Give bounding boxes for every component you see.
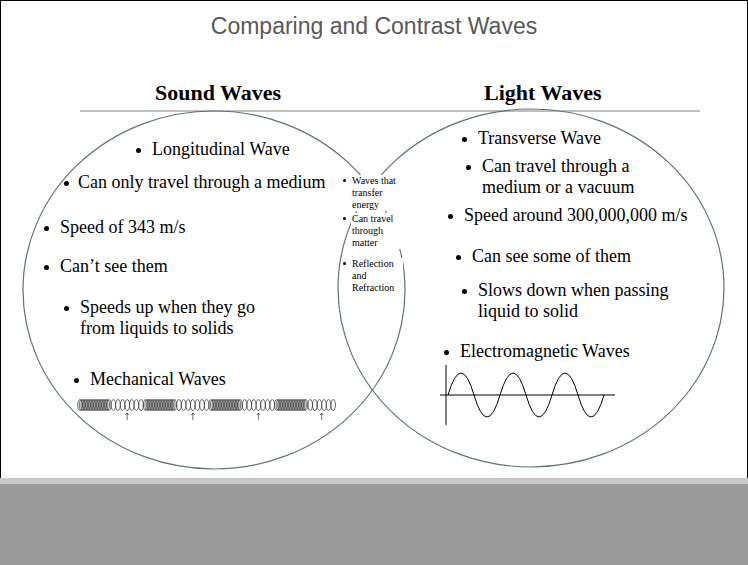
spring-coil xyxy=(125,400,130,411)
bullet-dot xyxy=(44,265,49,270)
bullet-text: Can only travel through a medium xyxy=(78,172,325,193)
spring-coil xyxy=(116,400,121,411)
bullet-text: Transverse Wave xyxy=(478,128,601,149)
spring-coil xyxy=(107,400,112,411)
spring-coil xyxy=(120,400,125,411)
spring-coil xyxy=(317,400,322,411)
overlap-text: Reflection and Refraction xyxy=(351,258,403,294)
spring-coil xyxy=(313,400,318,411)
spring-coil xyxy=(172,400,177,411)
circle-outline xyxy=(23,111,405,469)
spring-coil xyxy=(204,400,209,411)
overlap-text: Waves that transfer energy xyxy=(351,175,403,211)
spring-coil xyxy=(265,400,270,411)
bullet-text: Electromagnetic Waves xyxy=(460,341,630,362)
bullet-text: Speed around 300,000,000 m/s xyxy=(464,205,687,226)
spring-coil xyxy=(308,400,313,411)
spring-coil xyxy=(191,400,196,411)
footer-band xyxy=(0,484,748,565)
venn-circle: Sound WavesLongitudinal WaveCan only tra… xyxy=(22,110,406,470)
spring-coil xyxy=(322,400,327,411)
spring-coil xyxy=(252,400,257,411)
bullet-dot xyxy=(456,255,461,260)
tick-mark xyxy=(257,413,260,420)
spring-coil xyxy=(261,400,266,411)
bullet-dot xyxy=(462,289,467,294)
bullet-dot xyxy=(64,181,69,186)
spring-coil xyxy=(111,400,116,411)
spring-illustration xyxy=(78,400,336,421)
circle-shape xyxy=(22,110,406,470)
spring-coil xyxy=(134,400,139,411)
spring-coil xyxy=(200,400,205,411)
bullet-text: Speed of 343 m/s xyxy=(60,217,186,238)
spring-coil xyxy=(177,400,182,411)
bullet-text: Longitudinal Wave xyxy=(152,139,290,160)
spring-coil xyxy=(247,400,252,411)
spring-coil xyxy=(181,400,186,411)
bullet-text: Speeds up when they go from liquids to s… xyxy=(80,297,290,338)
spring-coil xyxy=(242,400,247,411)
circle-heading: Sound Waves xyxy=(155,80,281,106)
spring-coil xyxy=(195,400,200,411)
bullet-text: Can see some of them xyxy=(472,246,631,267)
axis-line xyxy=(440,395,615,396)
bullet-dot xyxy=(343,179,346,182)
spring-coil xyxy=(331,400,336,411)
bullet-dot xyxy=(462,137,467,142)
bullet-dot xyxy=(44,226,49,231)
spring-coil xyxy=(303,400,308,411)
bullet-dot xyxy=(64,306,69,311)
bullet-dot xyxy=(74,378,79,383)
overlap-text: Can travel through matter xyxy=(351,213,403,249)
spring-coil xyxy=(186,400,191,411)
bullet-text: Can travel through a medium or a vacuum xyxy=(482,156,652,197)
bullet-dot xyxy=(444,350,449,355)
footer-stripe xyxy=(0,478,748,484)
bullet-text: Slows down when passing liquid to solid xyxy=(478,280,714,321)
tick-mark xyxy=(126,413,129,420)
bullet-dot xyxy=(343,262,346,265)
spring-coil xyxy=(130,400,135,411)
circle-heading: Light Waves xyxy=(484,80,602,106)
circle-outline xyxy=(338,109,724,467)
spring-coil xyxy=(256,400,261,411)
spring-coil xyxy=(139,400,144,411)
bullet-text: Can’t see them xyxy=(60,256,168,277)
bullet-dot xyxy=(466,165,471,170)
bullet-text: Mechanical Waves xyxy=(90,369,226,390)
bullet-dot xyxy=(343,217,346,220)
spring-coil xyxy=(326,400,331,411)
tick-mark xyxy=(320,413,323,420)
slide-title: Comparing and Contrast Waves xyxy=(0,13,748,40)
sine-illustration xyxy=(440,365,615,425)
spring-coil xyxy=(270,400,275,411)
bullet-dot xyxy=(448,214,453,219)
bullet-dot xyxy=(136,148,141,153)
tick-mark xyxy=(191,413,194,420)
sine-wave xyxy=(448,373,604,417)
heading-rule xyxy=(80,111,700,112)
spring-coil xyxy=(238,400,243,411)
